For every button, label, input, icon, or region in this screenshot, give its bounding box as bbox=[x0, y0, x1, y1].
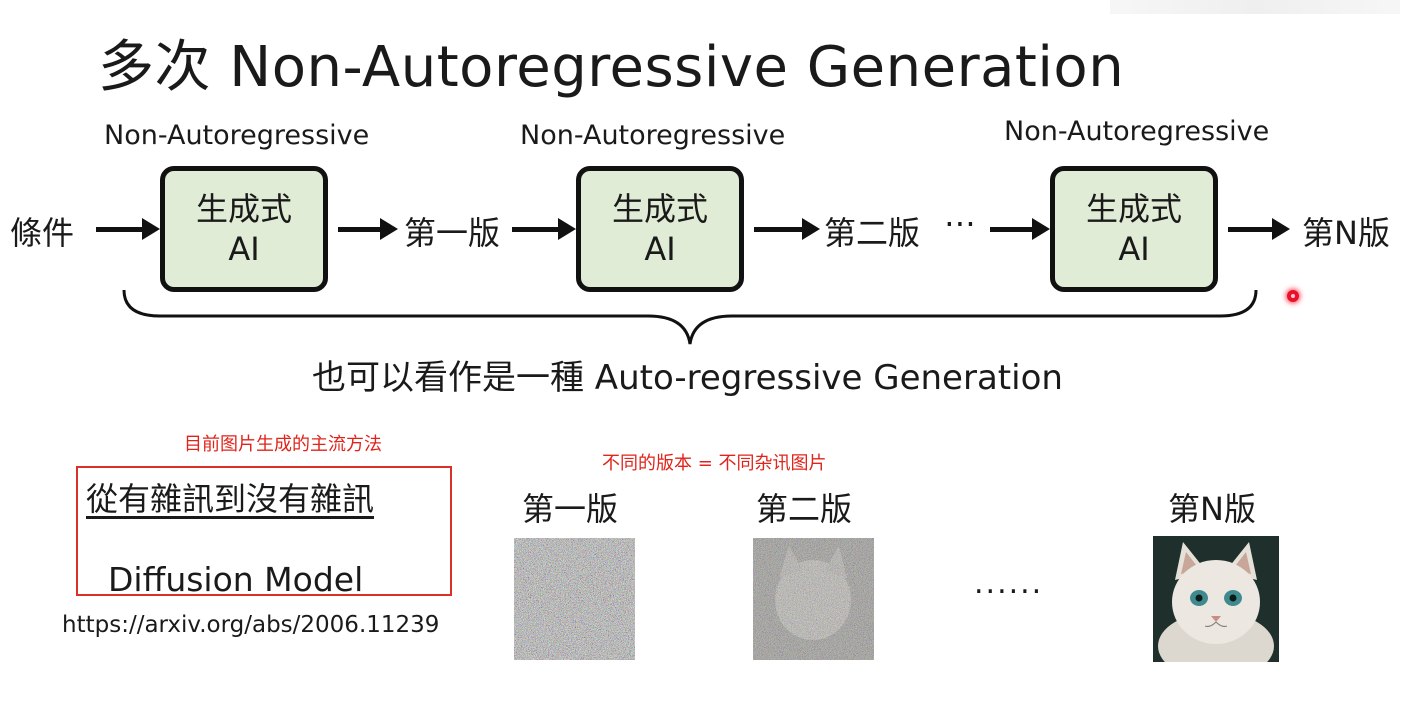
generative-ai-box-2: 生成式 AI bbox=[576, 166, 744, 292]
watermark-strip bbox=[1110, 0, 1400, 14]
box-label-line2: AI bbox=[228, 230, 260, 268]
curly-brace bbox=[122, 289, 1258, 345]
image-label-v1: 第一版 bbox=[522, 490, 619, 528]
paper-url[interactable]: https://arxiv.org/abs/2006.11239 bbox=[62, 612, 440, 638]
arrow-2 bbox=[338, 218, 398, 240]
version-n-label: 第N版 bbox=[1302, 214, 1390, 252]
diffusion-model-label: Diffusion Model bbox=[108, 560, 364, 599]
noise-to-clean-phrase: 從有雜訊到沒有雜訊 bbox=[86, 480, 375, 518]
cat-image bbox=[1153, 536, 1279, 662]
nar-label-1: Non-Autoregressive bbox=[104, 120, 370, 151]
arrow-5 bbox=[990, 218, 1050, 240]
brace-caption: 也可以看作是一種 Auto-regressive Generation bbox=[312, 358, 1063, 398]
page-title: 多次 Non-Autoregressive Generation bbox=[98, 35, 1125, 100]
nar-label-3: Non-Autoregressive bbox=[1004, 116, 1270, 147]
versions-note: 不同的版本 = 不同杂讯图片 bbox=[602, 453, 827, 474]
flow-ellipsis: ⋯ bbox=[944, 204, 976, 242]
box-label-line1: 生成式 bbox=[195, 190, 292, 228]
cat-icon bbox=[1153, 536, 1279, 662]
generative-ai-box-3: 生成式 AI bbox=[1050, 166, 1218, 292]
image-label-vn: 第N版 bbox=[1168, 490, 1256, 528]
nar-label-2: Non-Autoregressive bbox=[520, 120, 786, 151]
arrow-6 bbox=[1228, 218, 1290, 240]
box-label-line2: AI bbox=[1118, 230, 1150, 268]
mainstream-method-note: 目前图片生成的主流方法 bbox=[184, 434, 382, 455]
highlight-box bbox=[76, 466, 452, 596]
box-label-line1: 生成式 bbox=[611, 190, 708, 228]
generative-ai-box-1: 生成式 AI bbox=[160, 166, 328, 292]
condition-label: 條件 bbox=[10, 214, 75, 252]
noise-image-v2 bbox=[753, 538, 874, 660]
version-1-label: 第一版 bbox=[404, 214, 501, 252]
image-label-v2: 第二版 bbox=[756, 490, 853, 528]
laser-pointer bbox=[1287, 290, 1299, 302]
arrow-4 bbox=[754, 218, 820, 240]
images-ellipsis: ...... bbox=[974, 566, 1044, 601]
box-label-line2: AI bbox=[644, 230, 676, 268]
version-2-label: 第二版 bbox=[824, 214, 921, 252]
box-label-line1: 生成式 bbox=[1085, 190, 1182, 228]
arrow-3 bbox=[512, 218, 576, 240]
arrow-1 bbox=[96, 218, 160, 240]
noise-image-v1 bbox=[514, 538, 635, 660]
